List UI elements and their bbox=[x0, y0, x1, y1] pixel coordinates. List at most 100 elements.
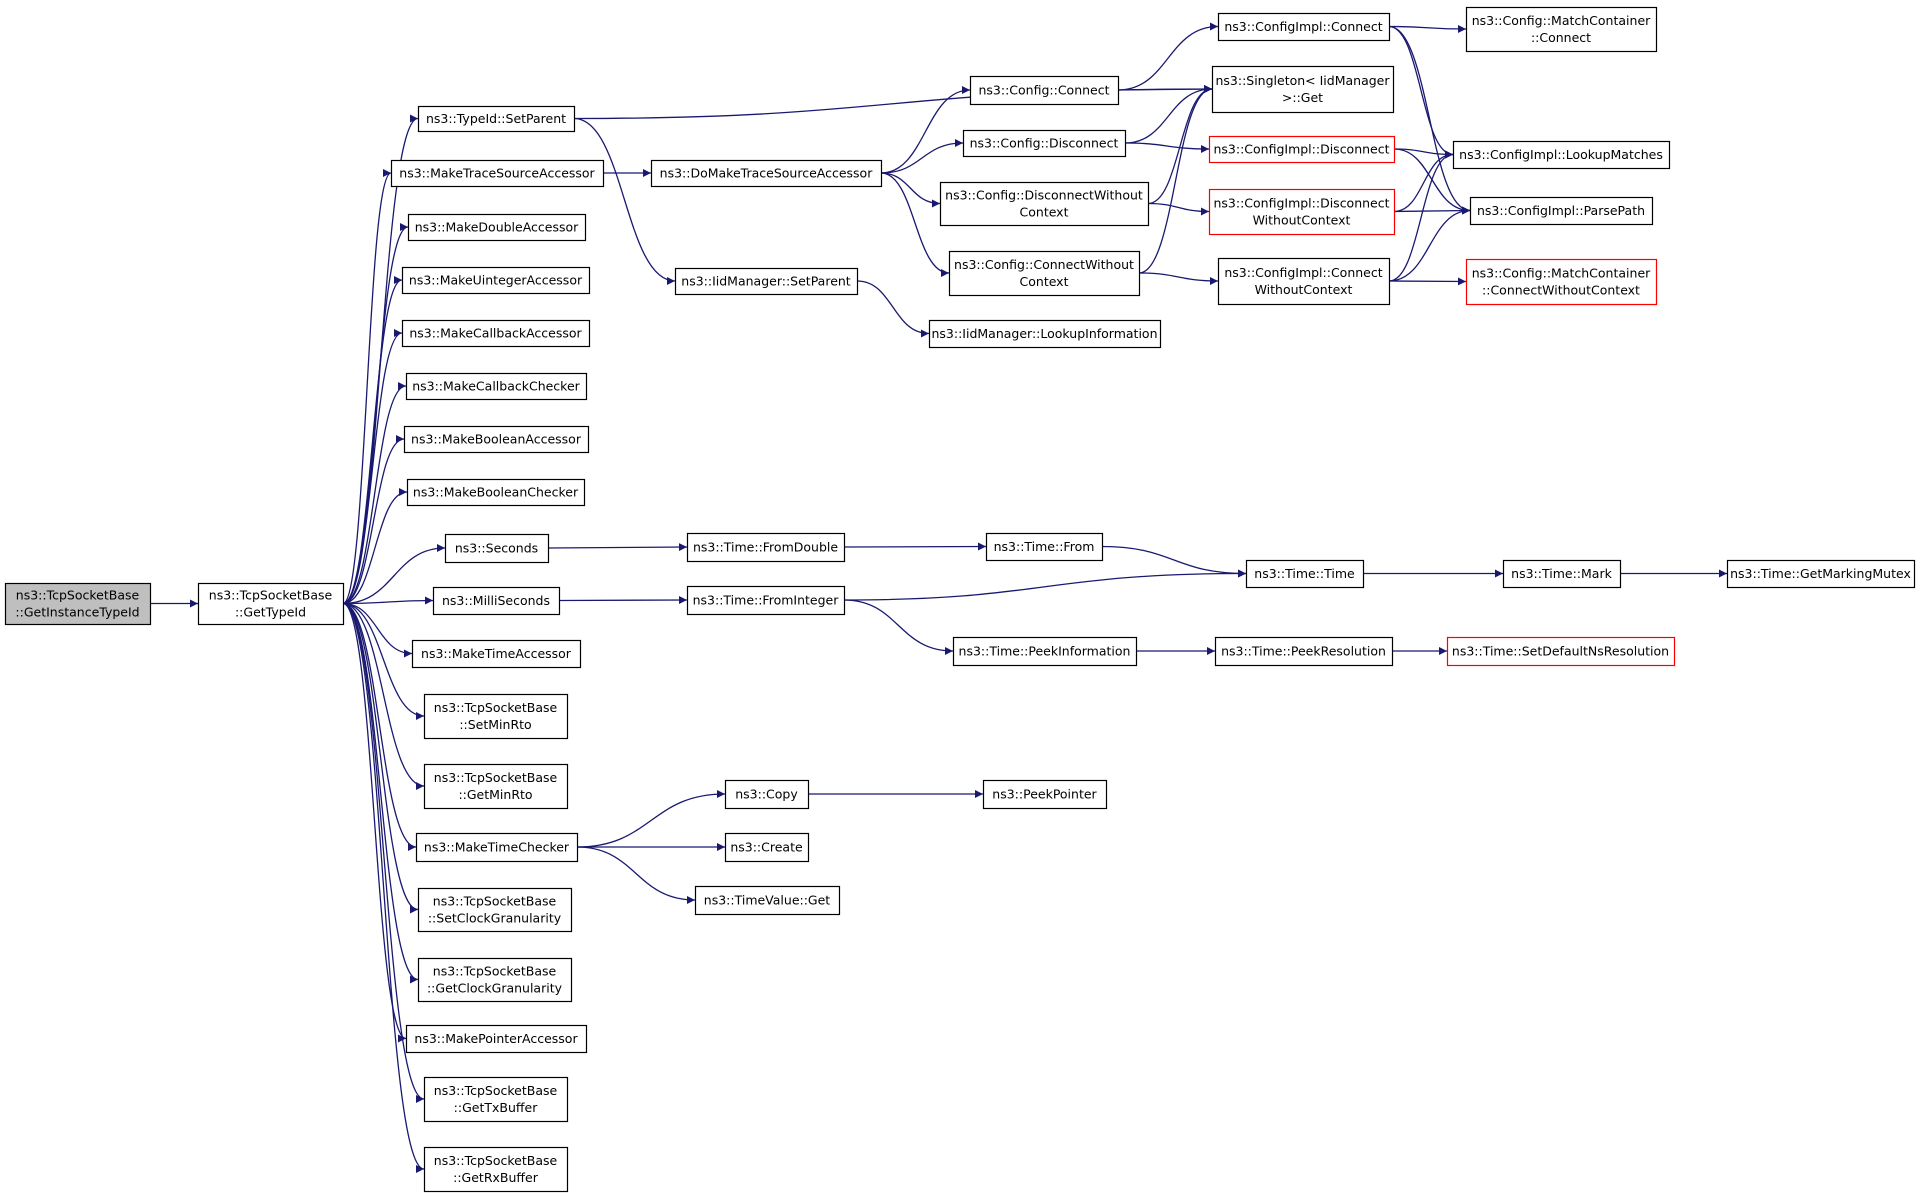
node-box bbox=[423, 763, 569, 810]
node-matchcontainer_connectwithout[interactable]: ns3::Config::MatchContainer::ConnectWith… bbox=[1465, 258, 1658, 306]
node-label: ::SetMinRto bbox=[459, 717, 531, 732]
node-label: ns3::MakeCallbackChecker bbox=[412, 379, 580, 394]
node-domaketracesourceaccessor[interactable]: ns3::DoMakeTraceSourceAccessor bbox=[650, 159, 883, 188]
node-label: ns3::TcpSocketBase bbox=[16, 588, 140, 603]
node-time_frominteger[interactable]: ns3::Time::FromInteger bbox=[686, 585, 846, 616]
node-configimpl_connectwithout[interactable]: ns3::ConfigImpl::ConnectWithoutContext bbox=[1217, 257, 1391, 306]
edge-gettypeid-to-seconds bbox=[342, 544, 446, 605]
node-label: Context bbox=[1020, 205, 1069, 220]
node-box bbox=[939, 181, 1150, 227]
node-time_peekinformation[interactable]: ns3::Time::PeekInformation bbox=[952, 636, 1138, 667]
node-box bbox=[686, 532, 846, 563]
node-configimpl_disconnectwithout[interactable]: ns3::ConfigImpl::DisconnectWithoutContex… bbox=[1208, 188, 1396, 236]
edge-gettypeid-to-makeuintegeraccessor bbox=[342, 276, 403, 605]
node-label: ns3::ConfigImpl::LookupMatches bbox=[1459, 147, 1663, 162]
node-maketracesourceaccessor[interactable]: ns3::MakeTraceSourceAccessor bbox=[390, 159, 605, 188]
edge-gettypeid-to-makepointeraccessor bbox=[342, 602, 407, 1043]
node-timevalue_get[interactable]: ns3::TimeValue::Get bbox=[694, 885, 841, 916]
node-box bbox=[405, 1024, 588, 1054]
node-config_connectwithout[interactable]: ns3::Config::ConnectWithoutContext bbox=[948, 250, 1141, 297]
node-box bbox=[1208, 188, 1396, 236]
node-label: ns3::TimeValue::Get bbox=[704, 893, 831, 908]
node-makeuintegeraccessor[interactable]: ns3::MakeUintegerAccessor bbox=[401, 266, 591, 295]
node-label: ns3::TypeId::SetParent bbox=[426, 111, 566, 126]
node-time_fromdouble[interactable]: ns3::Time::FromDouble bbox=[686, 532, 846, 563]
edge-gettypeid-to-setclockgranularity bbox=[342, 602, 419, 914]
node-setclockgranularity[interactable]: ns3::TcpSocketBase::SetClockGranularity bbox=[417, 887, 573, 933]
node-seconds[interactable]: ns3::Seconds bbox=[444, 533, 550, 564]
node-getrxbuffer[interactable]: ns3::TcpSocketBase::GetRxBuffer bbox=[423, 1146, 569, 1193]
node-label: ns3::TcpSocketBase bbox=[433, 964, 557, 979]
node-configimpl_lookupmatches[interactable]: ns3::ConfigImpl::LookupMatches bbox=[1452, 140, 1671, 170]
edge-milliseconds-to-time_frominteger bbox=[558, 596, 688, 605]
node-label: ns3::Time::Time bbox=[1254, 566, 1355, 581]
edge-maketimechecker-to-copy bbox=[576, 790, 726, 848]
node-iidmanager_lookupinformation[interactable]: ns3::IidManager::LookupInformation bbox=[928, 319, 1162, 349]
node-label: ns3::Time::GetMarkingMutex bbox=[1730, 566, 1911, 581]
node-time_peekresolution[interactable]: ns3::Time::PeekResolution bbox=[1214, 636, 1394, 667]
edge-time_fromdouble-to-time_from bbox=[843, 542, 987, 551]
node-label: ns3::ConfigImpl::Connect bbox=[1224, 19, 1382, 34]
node-setminrto[interactable]: ns3::TcpSocketBase::SetMinRto bbox=[423, 693, 569, 740]
node-label: ns3::Time::FromDouble bbox=[693, 540, 838, 555]
edge-domaketracesourceaccessor-to-config_connectwithout bbox=[880, 172, 950, 277]
node-label: ns3::TcpSocketBase bbox=[209, 588, 333, 603]
node-box bbox=[1245, 559, 1365, 589]
node-configimpl_disconnect[interactable]: ns3::ConfigImpl::Disconnect bbox=[1208, 135, 1396, 164]
edge-domaketracesourceaccessor-to-config_disconnectwithout bbox=[880, 172, 941, 208]
node-box bbox=[423, 693, 569, 740]
edge-config_connect-to-configimpl_connect bbox=[1117, 22, 1219, 91]
node-time_mark[interactable]: ns3::Time::Mark bbox=[1502, 559, 1622, 589]
node-configimpl_connect[interactable]: ns3::ConfigImpl::Connect bbox=[1217, 12, 1391, 42]
node-label: ns3::Create bbox=[730, 840, 803, 855]
node-time_time[interactable]: ns3::Time::Time bbox=[1245, 559, 1365, 589]
node-label: ns3::MilliSeconds bbox=[442, 593, 550, 608]
edge-gettypeid-to-maketimechecker bbox=[342, 602, 417, 851]
node-label: ns3::TcpSocketBase bbox=[434, 770, 558, 785]
edge-gettypeid-to-getclockgranularity bbox=[342, 602, 419, 984]
node-label: ns3::Config::ConnectWithout bbox=[954, 257, 1134, 272]
node-time_getmarkingmutex[interactable]: ns3::Time::GetMarkingMutex bbox=[1726, 559, 1916, 589]
node-makebooleanchecker[interactable]: ns3::MakeBooleanChecker bbox=[406, 478, 586, 507]
node-makedoubleaccessor[interactable]: ns3::MakeDoubleAccessor bbox=[407, 213, 587, 242]
node-config_disconnect[interactable]: ns3::Config::Disconnect bbox=[962, 129, 1127, 158]
node-box bbox=[686, 585, 846, 616]
node-time_setdefaultnsresolution[interactable]: ns3::Time::SetDefaultNsResolution bbox=[1446, 636, 1676, 667]
node-config_connect[interactable]: ns3::Config::Connect bbox=[969, 75, 1120, 106]
edge-gettypeid-to-maketracesourceaccessor bbox=[342, 169, 392, 605]
node-matchcontainer_connect[interactable]: ns3::Config::MatchContainer::Connect bbox=[1465, 6, 1658, 53]
node-gettxbuffer[interactable]: ns3::TcpSocketBase::GetTxBuffer bbox=[423, 1076, 569, 1123]
edge-typeid_setparent-to-iidmanager_setparent bbox=[573, 117, 676, 285]
node-makepointeraccessor[interactable]: ns3::MakePointerAccessor bbox=[405, 1024, 588, 1054]
node-milliseconds[interactable]: ns3::MilliSeconds bbox=[432, 586, 561, 616]
node-box bbox=[432, 586, 561, 616]
node-time_from[interactable]: ns3::Time::From bbox=[985, 532, 1104, 562]
node-getminrto[interactable]: ns3::TcpSocketBase::GetMinRto bbox=[423, 763, 569, 810]
node-peekpointer[interactable]: ns3::PeekPointer bbox=[982, 779, 1108, 810]
node-configimpl_parsepath[interactable]: ns3::ConfigImpl::ParsePath bbox=[1469, 196, 1654, 226]
node-maketimechecker[interactable]: ns3::MakeTimeChecker bbox=[415, 832, 579, 863]
node-copy[interactable]: ns3::Copy bbox=[724, 779, 810, 810]
node-makebooleanaccessor[interactable]: ns3::MakeBooleanAccessor bbox=[403, 425, 590, 454]
node-getclockgranularity[interactable]: ns3::TcpSocketBase::GetClockGranularity bbox=[417, 957, 573, 1003]
node-create[interactable]: ns3::Create bbox=[724, 832, 810, 863]
node-label: ns3::TcpSocketBase bbox=[434, 1083, 558, 1098]
edge-iidmanager_setparent-to-iidmanager_lookupinformation bbox=[856, 280, 930, 338]
edge-time_frominteger-to-time_peekinformation bbox=[843, 599, 954, 655]
edge-configimpl_disconnectwithout-to-configimpl_lookupmatches bbox=[1393, 150, 1454, 213]
node-makecallbackchecker[interactable]: ns3::MakeCallbackChecker bbox=[405, 372, 588, 401]
edge-config_disconnectwithout-to-singleton_get bbox=[1147, 85, 1213, 205]
node-label: >::Get bbox=[1282, 90, 1323, 105]
node-label: ns3::MakeBooleanChecker bbox=[413, 485, 579, 500]
node-root[interactable]: ns3::TcpSocketBase::GetInstanceTypeId bbox=[4, 582, 152, 626]
node-maketimeaccessor[interactable]: ns3::MakeTimeAccessor bbox=[411, 639, 582, 669]
node-typeid_setparent[interactable]: ns3::TypeId::SetParent bbox=[417, 105, 576, 133]
node-makecallbackaccessor[interactable]: ns3::MakeCallbackAccessor bbox=[401, 319, 591, 348]
node-singleton_get[interactable]: ns3::Singleton< IidManager>::Get bbox=[1211, 65, 1395, 114]
node-box bbox=[1214, 636, 1394, 667]
node-gettypeid[interactable]: ns3::TcpSocketBase::GetTypeId bbox=[197, 582, 345, 626]
node-label: ns3::IidManager::LookupInformation bbox=[931, 326, 1157, 341]
node-iidmanager_setparent[interactable]: ns3::IidManager::SetParent bbox=[674, 267, 859, 296]
